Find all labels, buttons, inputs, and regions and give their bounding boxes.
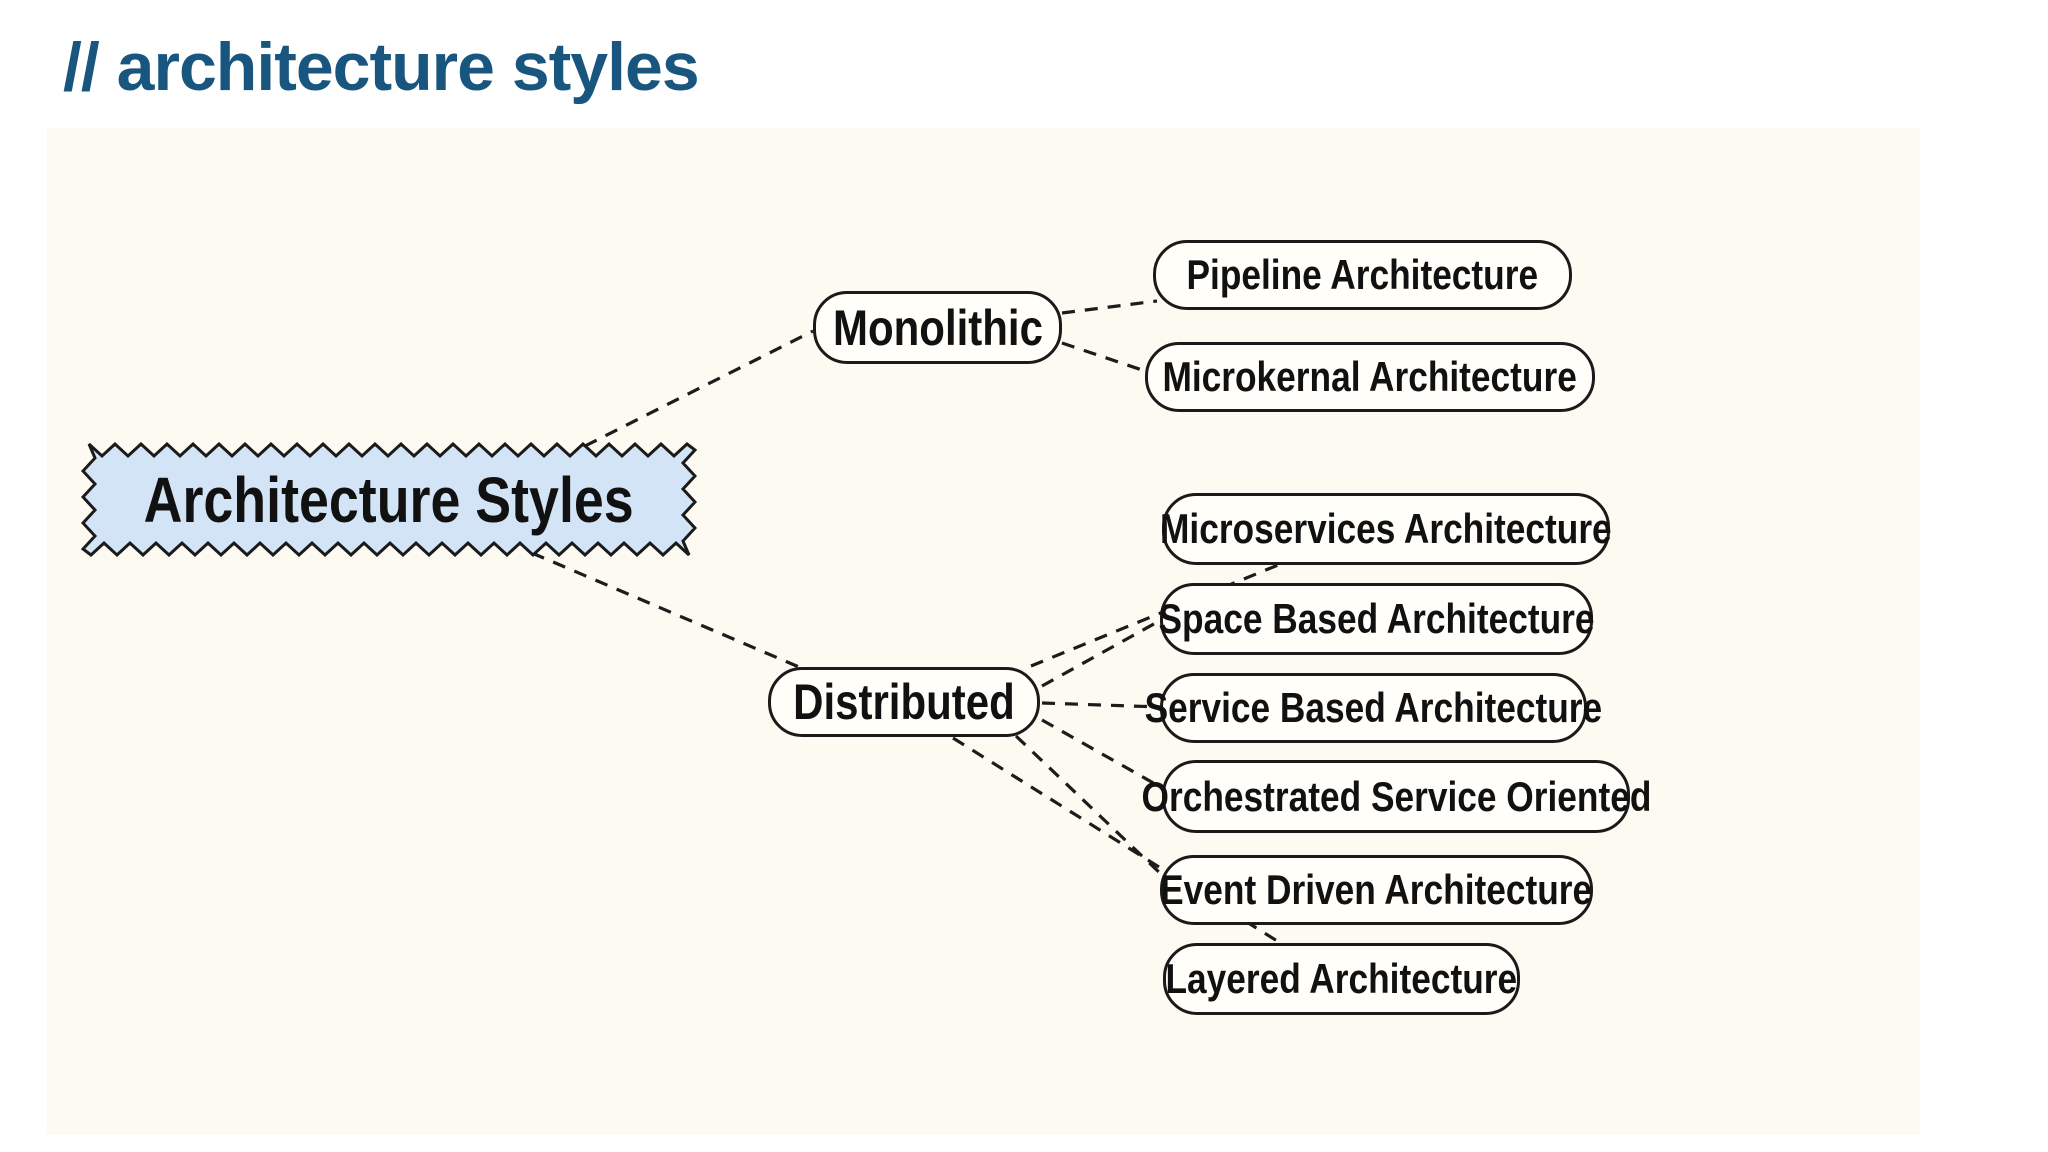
- node-event-driven-architecture: Event Driven Architecture: [1160, 855, 1593, 925]
- diagram-panel: [47, 128, 1920, 1135]
- zigzag-border: [81, 442, 697, 557]
- node-distributed: Distributed: [768, 667, 1040, 737]
- page-title: // architecture styles: [63, 29, 700, 105]
- node-architecture-styles: Architecture Styles: [81, 442, 697, 557]
- node-orchestrated-service-oriented: Orchestrated Service Oriented: [1141, 760, 1651, 833]
- node-monolithic: Monolithic: [813, 291, 1062, 364]
- node-label: Event Driven Architecture: [1160, 866, 1593, 913]
- node-label: Space Based Architecture: [1158, 595, 1595, 642]
- node-service-based-architecture: Service Based Architecture: [1145, 673, 1602, 743]
- node-label: Pipeline Architecture: [1186, 251, 1539, 298]
- zigzag-shape: [81, 442, 697, 557]
- node-microkernal-architecture: Microkernal Architecture: [1145, 342, 1595, 412]
- node-label: Service Based Architecture: [1144, 684, 1603, 731]
- node-label: Microservices Architecture: [1160, 505, 1612, 552]
- node-layered-architecture: Layered Architecture: [1163, 943, 1520, 1015]
- node-space-based-architecture: Space Based Architecture: [1158, 583, 1595, 655]
- node-label: Distributed: [793, 674, 1015, 730]
- node-label: Monolithic: [832, 299, 1043, 356]
- node-label: Architecture Styles: [143, 463, 635, 536]
- node-label: Orchestrated Service Oriented: [1141, 772, 1651, 820]
- node-label: Layered Architecture: [1165, 955, 1518, 1002]
- node-microservices-architecture: Microservices Architecture: [1160, 493, 1612, 565]
- node-label: Microkernal Architecture: [1162, 353, 1578, 400]
- node-pipeline-architecture: Pipeline Architecture: [1153, 240, 1572, 310]
